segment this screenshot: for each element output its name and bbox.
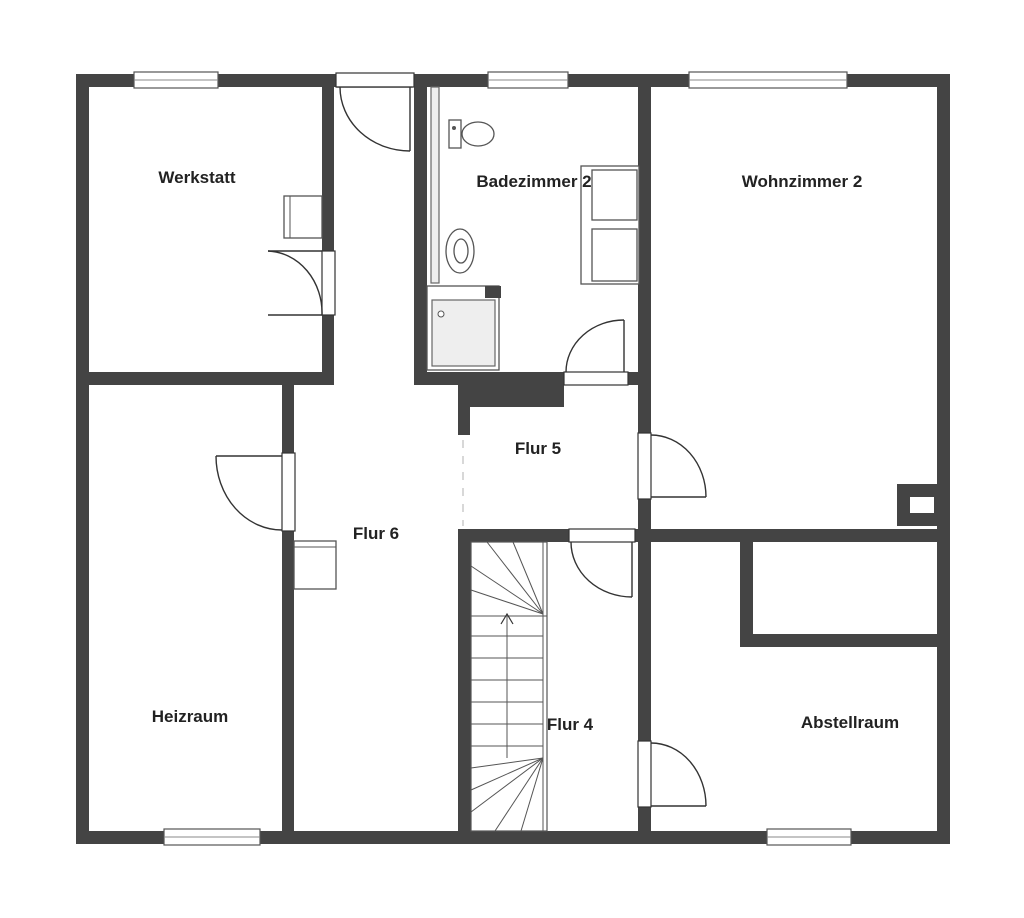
wall-abstell-horizontal — [740, 634, 950, 647]
window-wohnzimmer — [688, 71, 848, 89]
door-werkstatt — [267, 250, 336, 316]
door-flur4-top — [568, 528, 636, 598]
walls — [76, 74, 950, 844]
window-werkstatt — [133, 71, 219, 89]
doors — [215, 72, 707, 808]
chimney-flue — [910, 497, 934, 513]
wall-outer-right — [937, 74, 950, 844]
staircase-icon — [470, 541, 548, 832]
fixtures — [283, 86, 640, 590]
label-flur6: Flur 6 — [353, 524, 399, 543]
wall-werkstatt-right — [322, 87, 334, 383]
washer-dryer-icon — [580, 165, 640, 285]
wall-flur4-left — [458, 529, 471, 833]
door-bath — [563, 319, 629, 386]
label-flur4: Flur 4 — [547, 715, 594, 734]
wall-outer-left — [76, 74, 89, 844]
washbasin-icon — [445, 228, 475, 274]
wall-bath-bottom — [414, 372, 564, 385]
wall-werkstatt-bottom — [89, 372, 334, 385]
label-flur5: Flur 5 — [515, 439, 561, 458]
wall-bath-left — [414, 87, 427, 385]
windows — [133, 71, 852, 846]
label-abstellraum: Abstellraum — [801, 713, 899, 732]
window-heizraum — [163, 828, 261, 846]
door-entrance — [335, 72, 415, 152]
door-wohnzimmer — [637, 432, 707, 500]
wall-wohnzimmer-left — [638, 87, 651, 532]
window-abstellraum — [766, 828, 852, 846]
wall-flur5-notch-top — [458, 383, 564, 395]
shower-icon — [426, 285, 501, 371]
window-bath — [487, 71, 569, 89]
wall-flur5-notch-inner — [458, 395, 564, 407]
wall-outer-bottom — [76, 831, 950, 844]
toilet-icon — [448, 119, 495, 149]
label-werkstatt: Werkstatt — [158, 168, 235, 187]
flur6-cabinet-icon — [293, 540, 337, 590]
label-wohnzimmer: Wohnzimmer 2 — [742, 172, 863, 191]
door-heizraum — [215, 452, 296, 532]
werkstatt-sink-icon — [283, 195, 323, 239]
wall-flur5-notch-left — [458, 383, 470, 435]
room-labels: Werkstatt Badezimmer 2 Wohnzimmer 2 Flur… — [152, 168, 899, 734]
bath-partition — [430, 86, 440, 284]
wall-flur4-top — [458, 529, 948, 542]
label-badezimmer: Badezimmer 2 — [476, 172, 591, 191]
wall-abstell-vertical — [740, 529, 753, 647]
label-heizraum: Heizraum — [152, 707, 229, 726]
wall-heizraum-right — [282, 385, 294, 833]
door-abstellraum — [637, 740, 707, 808]
